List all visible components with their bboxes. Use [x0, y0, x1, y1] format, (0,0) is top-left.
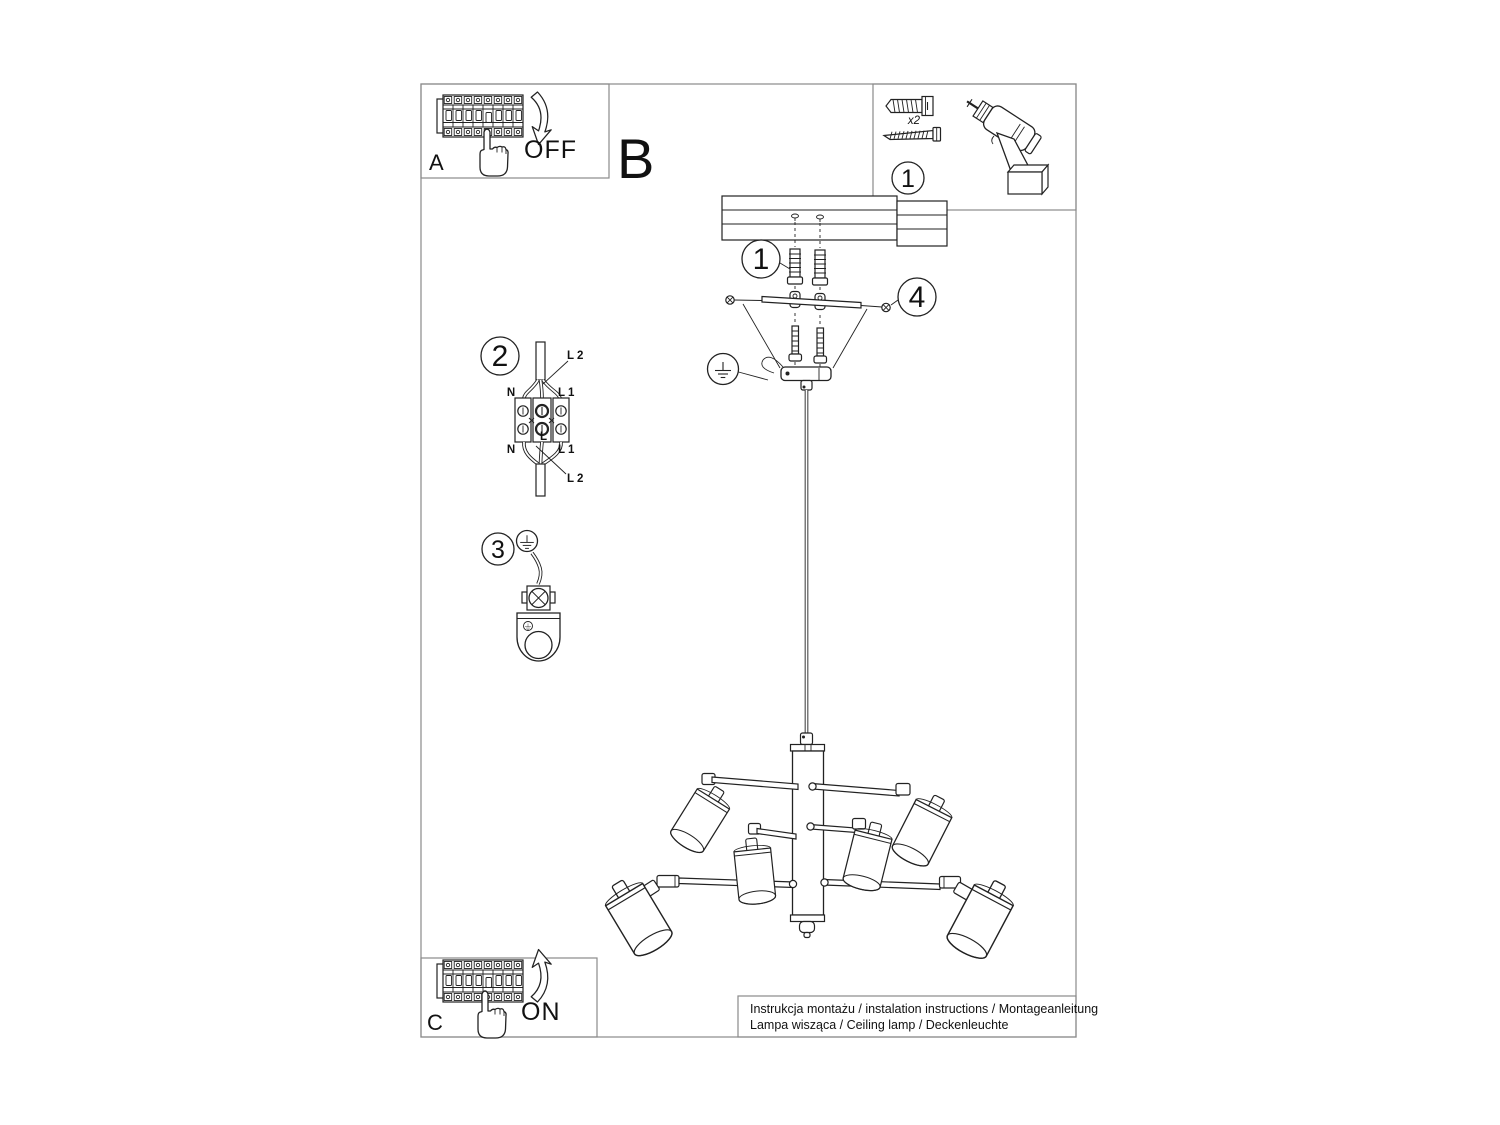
cable-top: [535, 341, 546, 381]
lamp-holder-bracket: [516, 612, 561, 662]
wiring-step-number: 2: [492, 340, 509, 373]
ground-connection-diagram: 3: [481, 529, 561, 662]
canopy-slant-left: [742, 303, 781, 369]
canopy-slant-right: [832, 308, 868, 369]
screws-step-number: 4: [909, 281, 926, 314]
l2-top-leader: [542, 360, 569, 385]
panel-b-label: B: [617, 127, 654, 190]
alignment-dashes: [794, 222, 821, 368]
l2-bottom-leader: [535, 445, 567, 475]
breaker-panel-icon: [436, 959, 524, 1003]
drill-icon: [966, 98, 1050, 196]
tools-panel-frame: [872, 83, 1077, 211]
ground-terminal: [521, 585, 556, 611]
step1-leader: [779, 262, 791, 270]
step4-leader: [890, 299, 899, 306]
canopy: [780, 366, 832, 391]
mounting-bracket: [733, 290, 883, 311]
earth-callout: [706, 352, 784, 386]
footer: Instrukcja montażu / instalation instruc…: [750, 1002, 1098, 1032]
cable-bottom: [535, 463, 546, 497]
wire-label-n-top: N: [507, 387, 515, 399]
step-circle: [891, 161, 925, 195]
panel-c: C ON: [427, 948, 561, 1039]
panel-a-frame: [420, 83, 610, 179]
canopy-screw-left: [725, 295, 735, 305]
ground-step-number: 3: [491, 536, 505, 564]
wire-label-l2-top: L 2: [567, 350, 583, 362]
wires-bottom: [522, 441, 563, 466]
wire-label-l1-bottom: L 1: [558, 444, 575, 456]
step-circle: [741, 239, 781, 279]
wires-top: [522, 378, 562, 399]
lamp-body: [789, 732, 826, 939]
shade-upper-right: [888, 787, 959, 871]
footer-line1: Instrukcja montażu / instalation instruc…: [750, 1002, 1098, 1016]
machine-screws: [788, 325, 828, 364]
shade-middle-left: [732, 835, 777, 907]
wall-anchor-icon: [786, 248, 829, 286]
assembly-diagram: 1 4: [597, 195, 1021, 964]
panel-a: A OFF: [429, 91, 577, 177]
anchor-quantity-label: x2: [907, 115, 921, 127]
off-label: OFF: [524, 136, 577, 164]
screw-icon: [882, 126, 942, 142]
arrow-up-icon: [530, 948, 552, 1003]
ceiling: [721, 195, 948, 247]
wire-label-l1-top: L 1: [558, 387, 575, 399]
panel-c-label: C: [427, 1010, 443, 1035]
step-circle: [481, 532, 515, 566]
wire-label-terminal-l: L: [540, 431, 547, 443]
footer-frame: [737, 995, 1077, 1038]
step-circle: [897, 277, 937, 317]
on-label: ON: [521, 998, 561, 1026]
step-circle: [480, 336, 520, 376]
anchors-step-number: 1: [753, 243, 770, 276]
panel-a-label: A: [429, 150, 444, 175]
wire-label-n-bottom: N: [507, 444, 515, 456]
wire-label-l2-bottom: L 2: [567, 473, 583, 485]
footer-line2: Lampa wisząca / Ceiling lamp / Deckenleu…: [750, 1018, 1009, 1032]
panel-c-frame: [420, 957, 598, 1038]
shade-upper-left: [666, 778, 737, 858]
canopy-screw-right: [881, 302, 891, 313]
wall-plug-icon: [885, 95, 934, 117]
ground-symbol-icon: [515, 529, 539, 553]
tools-step-number: 1: [901, 165, 915, 193]
breaker-panel-icon: [436, 94, 524, 138]
terminal-block: [514, 397, 570, 443]
wiring-diagram: 2 N L 1 L 2 N: [480, 336, 583, 497]
tools-panel: x2: [882, 95, 1050, 196]
